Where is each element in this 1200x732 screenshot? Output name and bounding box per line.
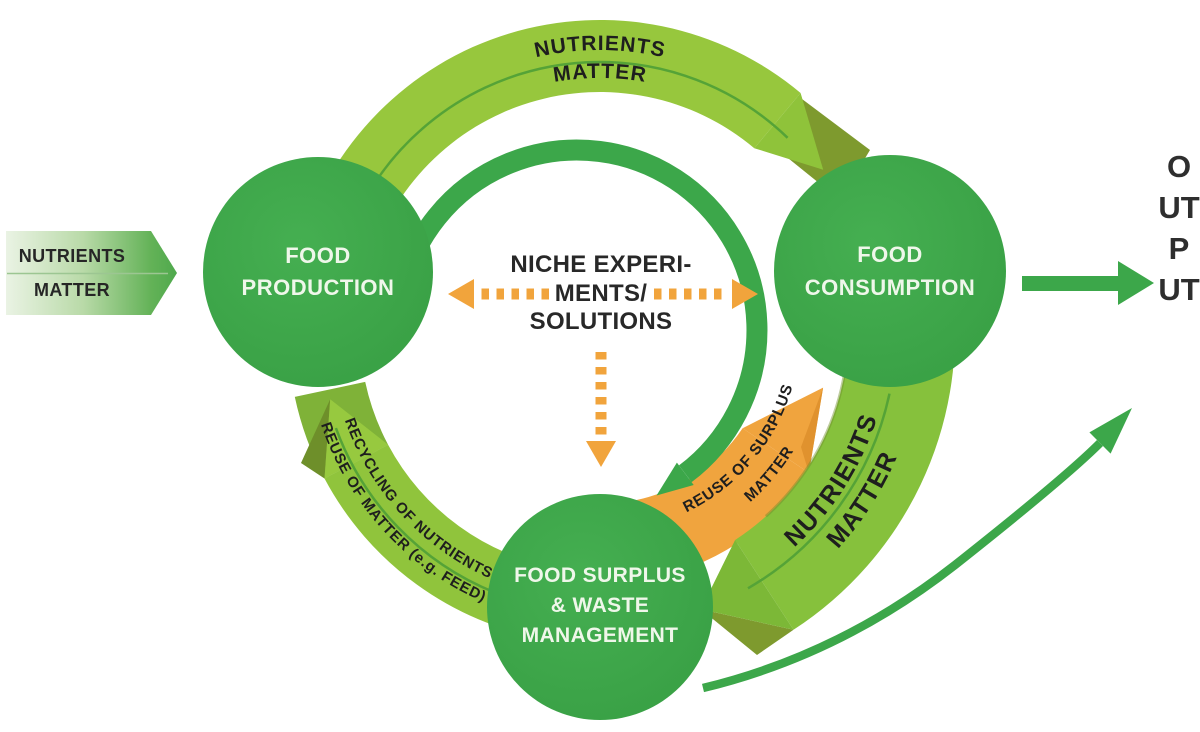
consumption-circle [774,155,1006,387]
surplus-circle [487,494,713,720]
center-label-line1: NICHE EXPERI- [510,251,691,278]
right-arc-fold-shadow [700,609,794,655]
node-production: FOOD PRODUCTION [203,157,433,387]
input-arrow: NUTRIENTS MATTER [6,231,177,315]
inner-cycle-arrow [391,139,768,496]
inner-cycle-arrowhead [656,462,694,496]
output-straight-arrow-shaft [1022,276,1119,291]
dotted-arrow-right [654,279,758,309]
reuse-arc-fold-shade [801,387,824,473]
consumption-label-line2: CONSUMPTION [805,275,976,300]
production-label-line1: FOOD [285,243,351,268]
surplus-label-line1: FOOD SURPLUS [514,564,686,587]
right-arc-inner-shade [764,366,848,518]
top-arc-text-line2: MATTER [552,60,648,87]
top-arc-arrowhead [754,93,824,170]
output-arrows [702,261,1154,693]
production-label-line2: PRODUCTION [242,275,395,300]
output-straight-arrowhead [1118,261,1154,305]
input-arrow-label-line2: MATTER [34,280,110,300]
dotted-arrow-left [448,279,549,309]
dotted-arrow-right-head [732,279,758,309]
center-label-line2: MENTS/ [555,280,647,307]
node-surplus: FOOD SURPLUS & WASTE MANAGEMENT [487,494,713,720]
recycle-arc-fold-shadow [301,399,331,479]
output-curved-arrow-path [702,439,1104,693]
output-curved-arrowhead [1089,408,1132,454]
surplus-label-line3: MANAGEMENT [522,624,679,647]
top-arc-shape [300,19,801,266]
center-niche: NICHE EXPERI- MENTS/ SOLUTIONS [448,251,758,467]
dotted-arrow-down [586,352,616,467]
inner-cycle-arrow-path [391,139,768,483]
production-circle [203,157,433,387]
dotted-arrow-left-head [448,279,474,309]
consumption-label-line1: FOOD [857,242,923,267]
right-arc-fold-tip [700,540,794,630]
output-label: OUTPUT [1158,149,1200,307]
top-arc-line [354,60,789,219]
recycle-arc-line [334,427,496,594]
right-arc-line [747,393,891,590]
top-arc-text2: MATTER [552,60,649,87]
right-arc-band: NUTRIENTS MATTER [700,294,956,655]
center-label-line3: SOLUTIONS [530,308,673,335]
input-arrow-label-line1: NUTRIENTS [19,246,126,266]
node-consumption: FOOD CONSUMPTION [774,155,1006,387]
dotted-arrow-down-head [586,441,616,467]
recycle-arc-arrowhead [324,399,389,479]
surplus-label-line2: & WASTE [551,594,649,617]
